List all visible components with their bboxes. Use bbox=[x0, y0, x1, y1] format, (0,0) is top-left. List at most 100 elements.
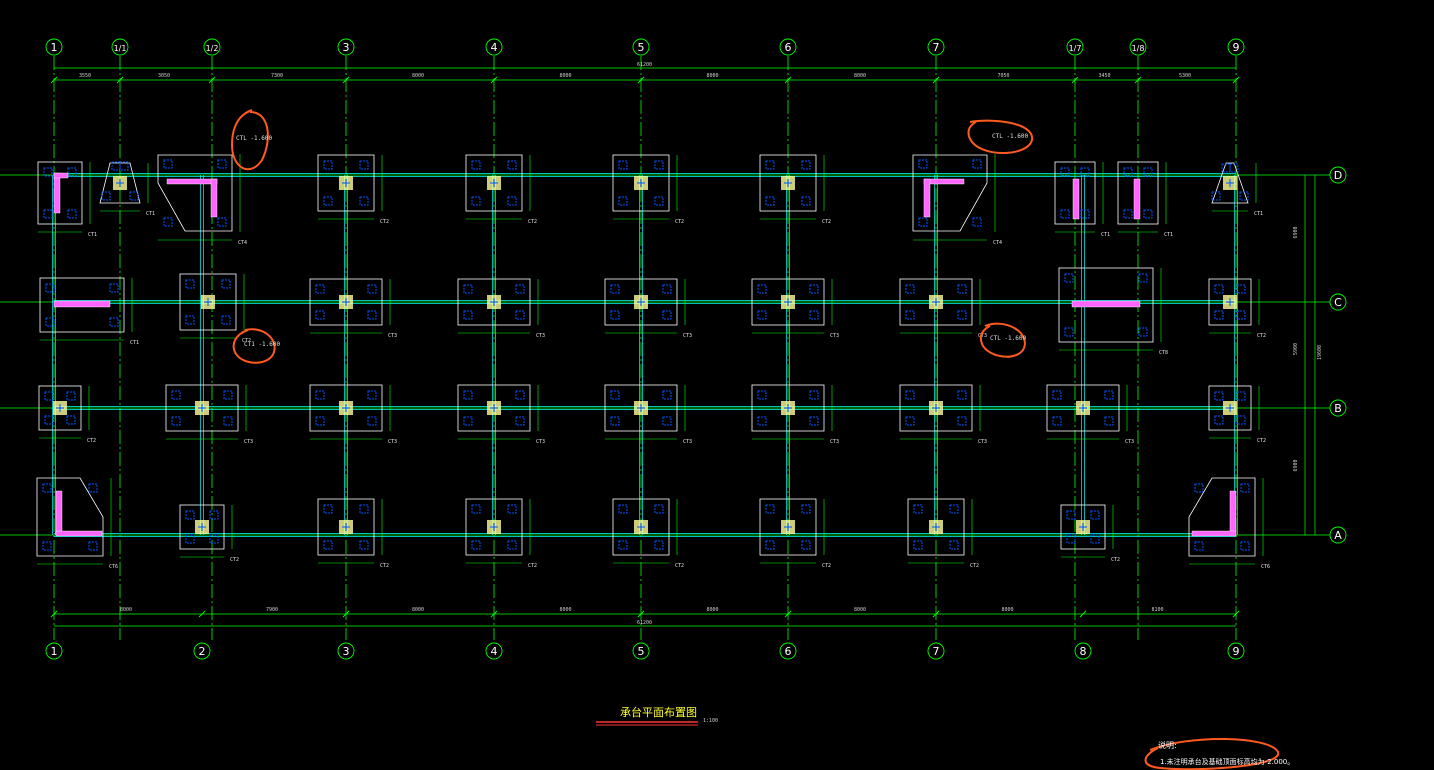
pile bbox=[1052, 416, 1062, 426]
axis-bubble-top-label: 9 bbox=[1233, 41, 1240, 54]
axis-bubble-bottom-label: 6 bbox=[785, 645, 792, 658]
pile bbox=[515, 416, 525, 426]
dim-value: 7050 bbox=[998, 73, 1010, 79]
pile-cap: CT3 bbox=[899, 384, 987, 445]
pile-cap: CT2 bbox=[465, 154, 537, 225]
axis-bubble-top bbox=[1227, 38, 1245, 56]
shear-wall bbox=[1191, 530, 1237, 537]
pile bbox=[463, 284, 473, 294]
pile bbox=[88, 541, 98, 551]
axis-bubble-top bbox=[111, 38, 129, 56]
cap-label: CT4 bbox=[993, 240, 1002, 246]
pile bbox=[101, 191, 111, 201]
cap-label: CT3 bbox=[978, 439, 987, 445]
dim-value: 8000 bbox=[120, 607, 132, 613]
pile-cap: CT2 bbox=[1208, 278, 1266, 339]
markup-circle-4 bbox=[979, 322, 1026, 358]
dim-total: 61200 bbox=[637, 62, 652, 68]
pile bbox=[618, 160, 628, 170]
dim-tick bbox=[342, 610, 350, 618]
pile bbox=[972, 159, 982, 169]
dim-tick bbox=[1079, 610, 1087, 618]
pile bbox=[618, 504, 628, 514]
cap-label: CT2 bbox=[380, 219, 389, 225]
pile-cap: CT2 bbox=[465, 498, 537, 569]
pile bbox=[610, 390, 620, 400]
axis-bubble-top bbox=[203, 38, 221, 56]
cap-outline bbox=[1188, 477, 1256, 557]
pile bbox=[323, 540, 333, 550]
dim-value: 8000 bbox=[707, 73, 719, 79]
pile bbox=[1214, 284, 1224, 294]
grid-lines bbox=[0, 56, 1330, 640]
pile bbox=[67, 209, 77, 219]
pile bbox=[463, 390, 473, 400]
markup-annotations bbox=[230, 109, 1280, 770]
cap-outline bbox=[604, 278, 678, 326]
notes-block: 说明: 1.未注明承台及基础顶面标高均为-2.000。 bbox=[1158, 740, 1294, 766]
pile bbox=[359, 196, 369, 206]
axis-bubble-row bbox=[1329, 399, 1347, 417]
pile-cap: CT2 bbox=[317, 154, 389, 225]
pile-cap: CT3 bbox=[457, 384, 545, 445]
cap-outline bbox=[317, 498, 375, 556]
pile bbox=[1214, 391, 1224, 401]
cap-outline bbox=[1060, 504, 1106, 550]
pile bbox=[949, 504, 959, 514]
pile-cap: CT4 bbox=[912, 154, 1002, 246]
pile bbox=[119, 161, 129, 171]
pile bbox=[507, 540, 517, 550]
cap-outline bbox=[165, 384, 239, 432]
pile-cap: CT1 bbox=[1054, 161, 1110, 238]
pile bbox=[1229, 163, 1239, 173]
cap-label: CT3 bbox=[683, 333, 692, 339]
pile bbox=[1066, 534, 1076, 544]
pile bbox=[1066, 510, 1076, 520]
pile bbox=[618, 540, 628, 550]
axis-bubble-bottom-label: 2 bbox=[199, 645, 206, 658]
cap-label: CT2 bbox=[528, 563, 537, 569]
pile bbox=[42, 483, 52, 493]
pile bbox=[905, 284, 915, 294]
pile-cap: CT2 bbox=[1060, 504, 1120, 563]
pile bbox=[757, 390, 767, 400]
dim-value: 7300 bbox=[271, 73, 283, 79]
pile bbox=[209, 510, 219, 520]
pile bbox=[809, 416, 819, 426]
pile bbox=[913, 504, 923, 514]
shear-wall bbox=[53, 172, 61, 214]
cap-outline bbox=[604, 384, 678, 432]
pile-cap: CT2 bbox=[1208, 385, 1266, 444]
pile bbox=[1060, 209, 1070, 219]
dim-value: 8000 bbox=[854, 73, 866, 79]
dim-value: 5300 bbox=[1179, 73, 1191, 79]
axis-bubble-bottom-label: 3 bbox=[343, 645, 350, 658]
axis-bubble-top bbox=[337, 38, 355, 56]
pile bbox=[972, 217, 982, 227]
pile bbox=[359, 540, 369, 550]
shear-wall bbox=[923, 178, 931, 218]
axis-bubble-bottom bbox=[779, 642, 797, 660]
pile bbox=[610, 416, 620, 426]
dim-value: 8000 bbox=[412, 73, 424, 79]
axis-bubble-top bbox=[1066, 38, 1084, 56]
axis-bubble-row-label: A bbox=[1334, 529, 1342, 542]
pile bbox=[323, 504, 333, 514]
pile bbox=[957, 284, 967, 294]
pile bbox=[217, 217, 227, 227]
cap-outline bbox=[1058, 267, 1154, 343]
axis-bubble-top bbox=[485, 38, 503, 56]
pile bbox=[209, 534, 219, 544]
pile bbox=[359, 160, 369, 170]
pile bbox=[757, 416, 767, 426]
cap-outline bbox=[157, 154, 233, 232]
pile bbox=[765, 540, 775, 550]
cap-label: CT1 bbox=[146, 211, 155, 217]
dim-tick bbox=[50, 610, 58, 618]
pile bbox=[1138, 327, 1148, 337]
pile bbox=[1080, 209, 1090, 219]
cap-label: CT2 bbox=[970, 563, 979, 569]
dim-tick bbox=[637, 76, 645, 84]
pile-cap: CT3 bbox=[457, 278, 545, 339]
pile bbox=[471, 160, 481, 170]
